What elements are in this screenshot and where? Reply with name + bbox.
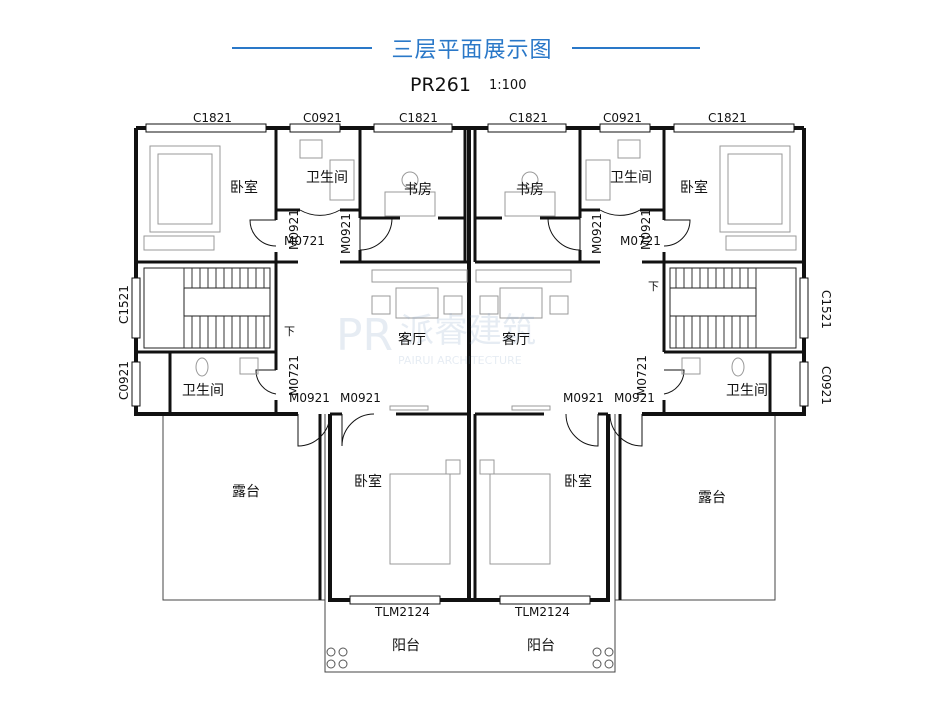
label-tlm2124-2: TLM2124	[514, 605, 570, 619]
balcony-railing-posts	[326, 647, 614, 669]
label-m0721-1: M0721	[284, 234, 325, 248]
label-m0921-5: M0921	[289, 391, 330, 405]
plan-code: PR261	[410, 74, 471, 96]
plan-scale: 1:100	[489, 78, 527, 93]
stair-treads	[183, 268, 757, 348]
title-rule-right	[572, 47, 700, 49]
room-living-2: 客厅	[502, 331, 530, 348]
label-m0921-1: M0921	[287, 209, 301, 250]
room-study-1: 书房	[404, 182, 432, 198]
label-m0921-7: M0921	[563, 391, 604, 405]
door-swings	[249, 209, 691, 447]
room-bathroom-4: 卫生间	[726, 383, 768, 399]
room-bathroom-1: 卫生间	[306, 170, 348, 186]
label-c0921-3: C0921	[117, 361, 131, 400]
interior-walls	[136, 128, 804, 600]
room-labels: 卧室 卫生间 书房 书房 卫生间 卧室 客厅 客厅 卫生间 卫生间 露台 露台 …	[182, 170, 768, 654]
room-terrace-2: 露台	[698, 490, 726, 506]
title-rule-left	[232, 47, 372, 49]
label-m0921-3: M0921	[590, 213, 604, 254]
furniture	[143, 139, 797, 565]
label-m0921-2: M0921	[339, 213, 353, 254]
label-m0721-2: M0721	[620, 234, 661, 248]
label-c0921-4: C0921	[819, 366, 833, 405]
room-bedroom-2: 卧室	[680, 179, 708, 196]
window-labels: C1821 C0921 C1821 C1821 C0921 C1821 C152…	[117, 111, 833, 405]
door-labels: M0921 M0721 M0921 M0921 M0721 M0921 M072…	[284, 209, 661, 619]
room-study-2: 书房	[516, 182, 544, 198]
label-tlm2124-1: TLM2124	[374, 605, 430, 619]
label-c1821-3: C1821	[509, 111, 548, 125]
room-balcony-2: 阳台	[527, 638, 555, 654]
balcony-outline	[324, 600, 616, 673]
stair-down-1: 下	[284, 325, 295, 338]
label-m0921-4: M0921	[639, 209, 653, 250]
room-bedroom-3: 卧室	[354, 473, 382, 490]
label-m0721-4: M0721	[635, 355, 649, 396]
page-title: 三层平面展示图	[391, 38, 553, 63]
room-terrace-1: 露台	[232, 484, 260, 500]
watermark-brand-en: PAIRUI ARCHITECTURE	[398, 354, 522, 367]
label-m0921-6: M0921	[340, 391, 381, 405]
windows	[131, 123, 809, 605]
watermark-brand: 派睿建筑	[400, 311, 536, 351]
label-c1521-2: C1521	[819, 290, 833, 329]
label-c1821-2: C1821	[399, 111, 438, 125]
label-m0721-3: M0721	[287, 355, 301, 396]
watermark-logo: PR	[336, 310, 393, 361]
stairs	[143, 267, 797, 349]
label-c0921-2: C0921	[603, 111, 642, 125]
label-m0921-8: M0921	[614, 391, 655, 405]
label-c0921-1: C0921	[303, 111, 342, 125]
label-c1821-4: C1821	[708, 111, 747, 125]
room-bedroom-1: 卧室	[230, 179, 258, 196]
room-balcony-1: 阳台	[392, 638, 420, 654]
terraces	[162, 414, 776, 601]
room-bathroom-3: 卫生间	[182, 383, 224, 399]
room-living-1: 客厅	[398, 331, 426, 348]
label-c1521-1: C1521	[117, 285, 131, 324]
watermark: PR 派睿建筑 PAIRUI ARCHITECTURE	[336, 310, 536, 367]
room-bedroom-4: 卧室	[564, 473, 592, 490]
room-bathroom-2: 卫生间	[610, 170, 652, 186]
stair-down-2: 下	[648, 280, 659, 293]
label-c1821-1: C1821	[193, 111, 232, 125]
header: 三层平面展示图 PR261 1:100	[0, 0, 940, 110]
